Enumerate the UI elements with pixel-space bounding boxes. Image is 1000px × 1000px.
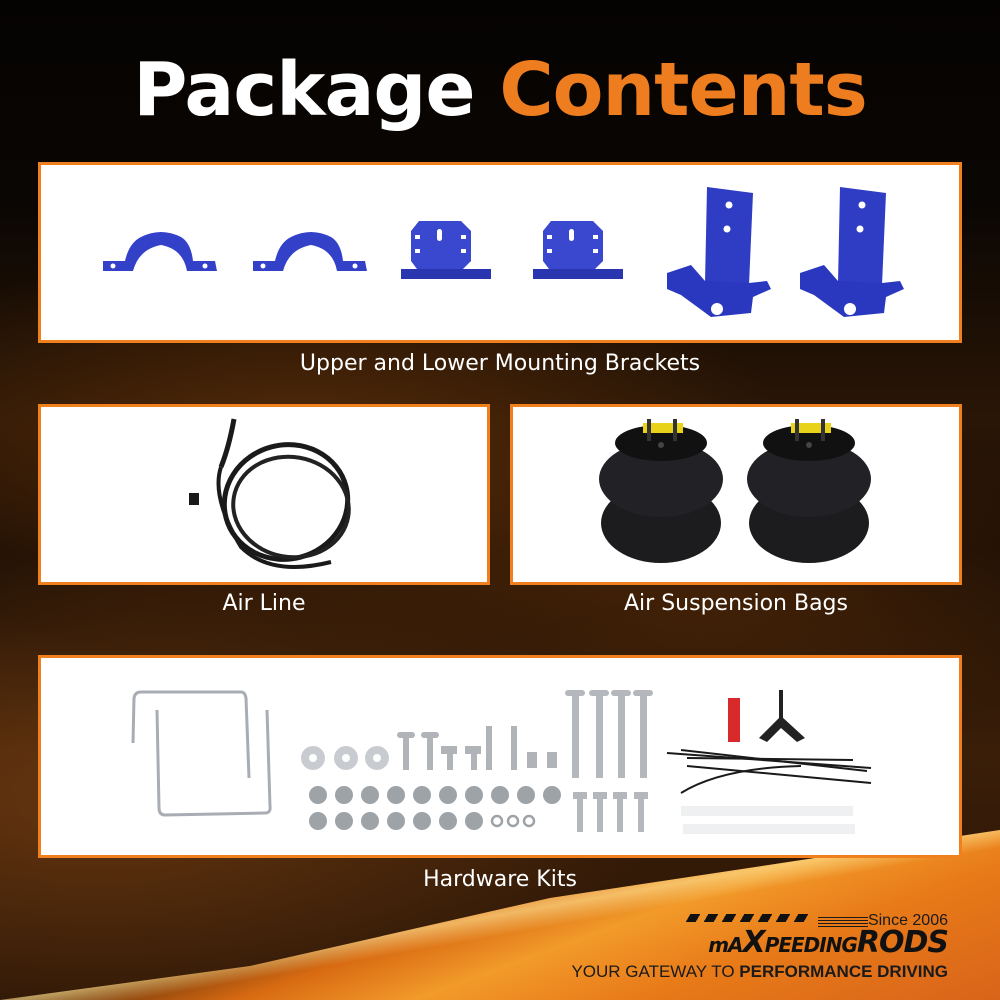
brackets-panel (38, 162, 962, 343)
since-year: Since 2006 (867, 912, 948, 929)
air-bags-caption: Air Suspension Bags (624, 591, 848, 616)
long-bolt-icon (565, 690, 653, 832)
cable-ties-icon (666, 749, 872, 794)
hardware-illustration (131, 690, 872, 834)
sleeve-icon (681, 806, 855, 834)
l-bracket-icon (667, 187, 771, 317)
fitting-icon (189, 493, 199, 505)
plate-bracket-icon (533, 221, 623, 279)
air-bags-panel (510, 404, 962, 585)
bolt-icon (397, 726, 557, 770)
tube-cutter-icon (728, 698, 740, 742)
washer-icon (301, 746, 389, 770)
air-bag-icon (599, 419, 723, 563)
checkered-flag-icon (685, 914, 811, 922)
air-line-caption: Air Line (222, 591, 306, 616)
small-washer-icon (490, 814, 536, 828)
speed-lines-icon (818, 917, 868, 927)
hardware-caption: Hardware Kits (423, 867, 577, 892)
l-bracket-icon (800, 187, 904, 317)
brand-logo: Since 2006 mAXPEEDINGRODS YOUR GATEWAY T… (571, 912, 949, 984)
air-line-panel (38, 404, 490, 585)
plate-bracket-icon (401, 221, 491, 279)
flange-nut-icon (309, 786, 561, 830)
u-bolt-icon (131, 690, 272, 817)
saddle-bracket-icon (103, 232, 217, 271)
air-bag-icon (747, 419, 871, 563)
brackets-caption: Upper and Lower Mounting Brackets (299, 351, 701, 376)
page-title: Package Contents (0, 50, 1000, 130)
air-bags-illustration (599, 419, 871, 563)
heat-shield-icon (759, 690, 805, 742)
hardware-panel (38, 655, 962, 858)
brackets-illustration (103, 187, 904, 317)
air-line-icon (189, 418, 351, 569)
title-contents: Contents (499, 47, 867, 133)
brand-tagline: YOUR GATEWAY TO PERFORMANCE DRIVING (571, 962, 948, 981)
title-package: Package (133, 47, 475, 133)
saddle-bracket-icon (253, 232, 367, 271)
brand-name: mAXPEEDINGRODS (708, 925, 949, 960)
